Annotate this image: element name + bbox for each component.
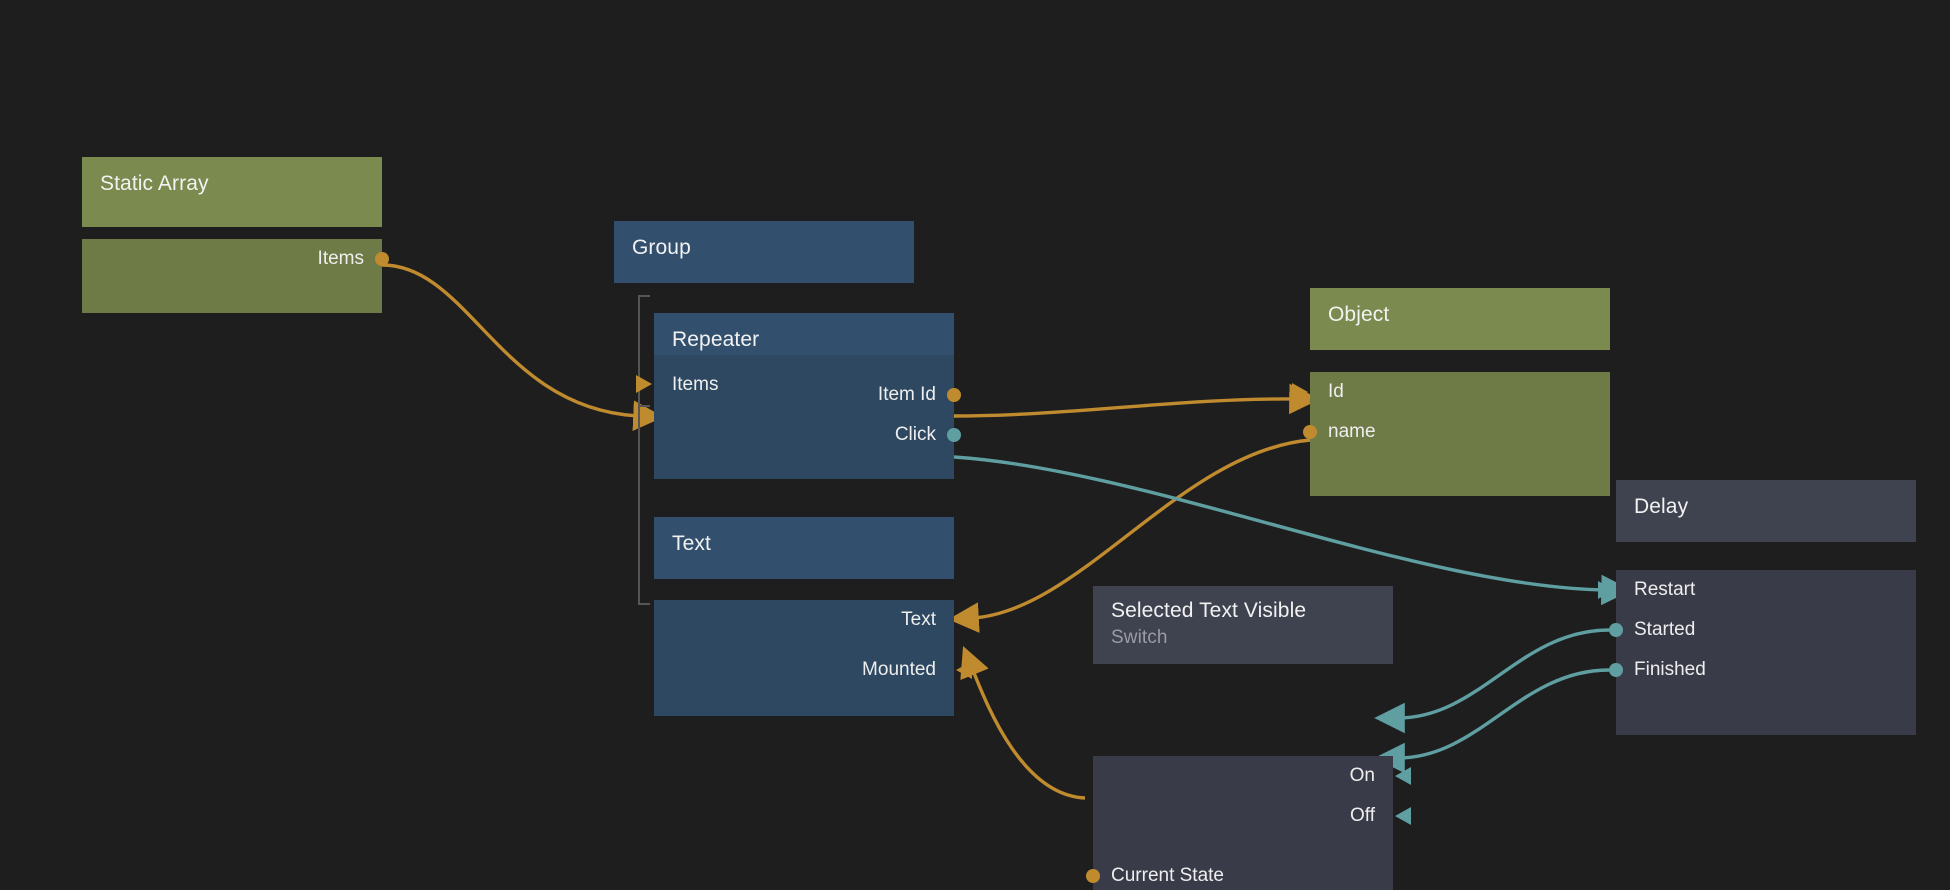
port-label-object-name: name	[1328, 421, 1376, 442]
node-repeater[interactable]: Repeater Items Item Id Click	[636, 313, 961, 479]
port-arrow-off-input[interactable]	[1395, 807, 1411, 825]
node-switch-header[interactable]: Selected Text Visible Switch	[1093, 586, 1393, 664]
node-switch-selected-text-visible[interactable]: Selected Text Visible Switch On Off Curr…	[1086, 586, 1411, 890]
port-label-delay-restart: Restart	[1634, 579, 1696, 600]
port-dot-current-state-output[interactable]	[1086, 869, 1100, 883]
node-static-array-title: Static Array	[100, 172, 209, 195]
port-row-switch-on[interactable]: On	[1093, 756, 1411, 796]
group-bracket	[638, 295, 652, 605]
port-dot-name-output[interactable]	[1303, 425, 1317, 439]
port-dot-click-output[interactable]	[947, 428, 961, 442]
port-label-delay-finished: Finished	[1634, 659, 1706, 680]
port-row-object-name[interactable]: name	[1303, 412, 1610, 452]
node-group-title: Group	[632, 236, 691, 259]
port-row-repeater-itemid[interactable]: Item Id	[654, 375, 961, 415]
edge-static-array-items-to-repeater-items	[381, 263, 664, 431]
port-label-object-id: Id	[1328, 381, 1344, 402]
node-object-title: Object	[1328, 303, 1390, 326]
node-switch-subtitle: Switch	[1111, 627, 1168, 648]
node-static-array[interactable]: Static Array Items	[82, 157, 389, 313]
port-dot-finished-output[interactable]	[1609, 663, 1623, 677]
node-object-body: Id name	[1292, 372, 1610, 496]
port-dot-started-output[interactable]	[1609, 623, 1623, 637]
group-bracket-tick-middle	[638, 405, 650, 407]
port-row-switch-current-state[interactable]: Current State	[1086, 856, 1393, 890]
edge-repeater-itemid-to-object-id	[953, 383, 1320, 418]
port-row-text-text[interactable]: Text	[654, 600, 972, 640]
port-label-repeater-items: Items	[672, 374, 719, 395]
port-label-switch-off: Off	[1350, 805, 1375, 826]
node-delay-body: Restart Started Finished	[1598, 570, 1916, 735]
port-dot-items-output[interactable]	[375, 252, 389, 266]
port-label-switch-on: On	[1349, 765, 1375, 786]
group-bracket-tick-bottom	[638, 603, 650, 605]
port-arrow-text-input[interactable]	[956, 611, 972, 629]
port-row-delay-started[interactable]: Started	[1609, 610, 1916, 650]
port-arrow-on-input[interactable]	[1395, 767, 1411, 785]
port-row-repeater-click[interactable]: Click	[654, 415, 961, 455]
port-label-switch-current-state: Current State	[1111, 865, 1224, 886]
node-switch-title: Selected Text Visible	[1111, 599, 1307, 622]
port-row-object-id[interactable]: Id	[1292, 372, 1610, 412]
node-text-header[interactable]: Text	[654, 517, 954, 579]
node-object-header[interactable]: Object	[1310, 288, 1610, 350]
port-row-switch-off[interactable]: Off	[1093, 796, 1411, 836]
port-label-text-mounted: Mounted	[862, 659, 936, 680]
node-group-header[interactable]: Group	[614, 221, 914, 283]
node-text-body: Text Mounted	[654, 600, 972, 716]
port-arrow-mounted-input[interactable]	[956, 661, 972, 679]
port-label-items: Items	[317, 248, 364, 269]
port-dot-itemid-output[interactable]	[947, 388, 961, 402]
node-group[interactable]: Group	[614, 221, 914, 283]
node-static-array-body: Items	[82, 239, 389, 313]
port-arrow-items-input[interactable]	[636, 375, 652, 393]
node-delay[interactable]: Delay Restart Started Finished	[1598, 480, 1916, 735]
node-delay-title: Delay	[1634, 495, 1689, 518]
node-object[interactable]: Object Id name	[1292, 288, 1610, 496]
port-label-repeater-click: Click	[894, 424, 936, 445]
edge-switch-currentstate-to-text-mounted	[960, 645, 1086, 800]
port-row-static-array-items[interactable]: Items	[82, 239, 389, 279]
edge-delay-started-to-switch-on	[1374, 628, 1610, 734]
group-bracket-tick-top	[638, 295, 650, 297]
port-row-delay-restart[interactable]: Restart	[1598, 570, 1916, 610]
port-row-text-mounted[interactable]: Mounted	[654, 650, 972, 690]
edge-delay-finished-to-switch-off	[1374, 668, 1610, 774]
node-repeater-title: Repeater	[672, 328, 760, 351]
port-label-delay-started: Started	[1634, 619, 1696, 640]
group-bracket-line	[638, 295, 640, 605]
port-label-repeater-itemid: Item Id	[877, 384, 936, 405]
node-text-title: Text	[672, 532, 711, 555]
node-repeater-body: Items Item Id Click	[636, 355, 961, 479]
port-arrow-id-input[interactable]	[1292, 383, 1308, 401]
node-static-array-header[interactable]: Static Array	[82, 157, 382, 227]
node-delay-header[interactable]: Delay	[1616, 480, 1916, 542]
node-switch-body: On Off Current State	[1086, 756, 1411, 890]
port-row-delay-finished[interactable]: Finished	[1609, 650, 1916, 690]
port-arrow-restart-input[interactable]	[1598, 581, 1614, 599]
node-text[interactable]: Text Text Mounted	[654, 517, 972, 716]
port-label-text-text: Text	[901, 609, 936, 630]
